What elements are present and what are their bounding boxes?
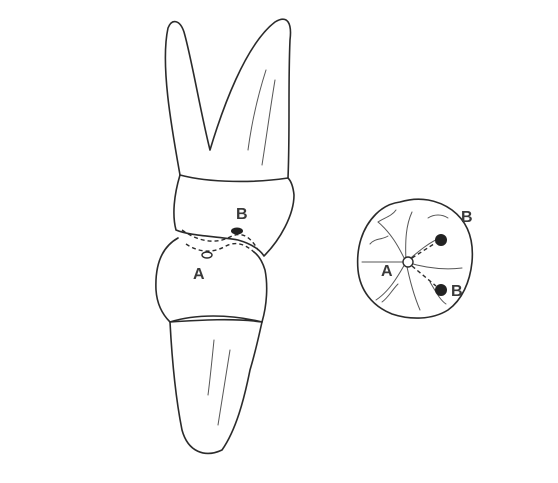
occlusal-dash-to-b-lower xyxy=(412,266,436,286)
contact-point-a-side xyxy=(202,252,212,258)
occlusal-outline xyxy=(358,199,473,318)
lower-tooth-root xyxy=(170,322,262,453)
contact-dash-lower xyxy=(186,244,256,254)
occlusal-contact-b-upper xyxy=(435,234,447,246)
label-occlusal-a: A xyxy=(381,263,393,280)
occlusal-contact-b-lower xyxy=(435,284,447,296)
occlusal-contact-a xyxy=(403,257,413,267)
label-occlusal-b-lower: B xyxy=(451,283,463,300)
upper-tooth xyxy=(165,19,294,256)
upper-cej-line xyxy=(180,175,288,181)
occlusal-view xyxy=(358,199,473,318)
lower-root-detail xyxy=(208,340,230,425)
upper-root-detail xyxy=(248,70,275,165)
occlusal-dash-to-b-upper xyxy=(412,242,437,258)
lower-tooth xyxy=(156,238,267,453)
label-side-a: A xyxy=(193,266,205,283)
label-side-b: B xyxy=(236,206,248,223)
contact-point-b-side xyxy=(231,228,243,235)
lower-tooth-crown xyxy=(156,238,267,322)
label-occlusal-b-upper: B xyxy=(461,209,473,226)
